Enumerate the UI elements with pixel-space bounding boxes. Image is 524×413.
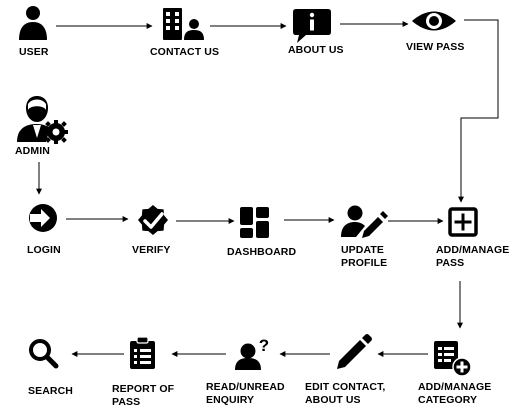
admin-gear-icon [17, 96, 68, 144]
node-label-login: LOGIN [27, 244, 61, 256]
node-label-search: SEARCH [28, 385, 73, 397]
clipboard-list-icon [130, 336, 155, 369]
info-message-icon [293, 9, 331, 43]
user-question-icon: ? [235, 336, 269, 370]
node-label-verify: VERIFY [132, 244, 171, 256]
category-add-icon [434, 341, 472, 377]
node-label-edit-contact: EDIT CONTACT, ABOUT US [305, 381, 386, 406]
verified-badge-icon [138, 205, 168, 235]
edge-viewpass-addpass [458, 19, 499, 203]
node-label-add-manage-category: ADD/MANAGE CATEGORY [418, 381, 492, 406]
node-label-add-manage-pass: ADD/MANAGE PASS [436, 244, 510, 269]
pencil-icon [337, 334, 372, 369]
user-icon [19, 6, 47, 40]
connectors [36, 19, 499, 357]
plus-square-icon [448, 207, 478, 237]
node-label-read-unread: READ/UNREAD ENQUIRY [206, 381, 285, 406]
dashboard-tiles-icon [240, 207, 269, 238]
node-label-dashboard: DASHBOARD [227, 246, 297, 258]
user-edit-icon [341, 205, 388, 238]
node-label-about-us: ABOUT US [288, 44, 344, 56]
eye-icon [412, 11, 456, 31]
node-label-update-profile: UPDATE PROFILE [341, 244, 388, 269]
search-icon [29, 339, 59, 369]
node-label-contact-us: CONTACT US [150, 46, 220, 58]
node-label-view-pass: VIEW PASS [406, 41, 465, 53]
question-mark-glyph: ? [259, 336, 269, 355]
login-arrow-icon [29, 204, 57, 232]
node-label-report-of-pass: REPORT OF PASS [112, 383, 175, 408]
contact-building-icon [163, 8, 204, 40]
node-label-user: USER [19, 46, 49, 58]
node-label-admin: ADMIN [15, 145, 50, 157]
